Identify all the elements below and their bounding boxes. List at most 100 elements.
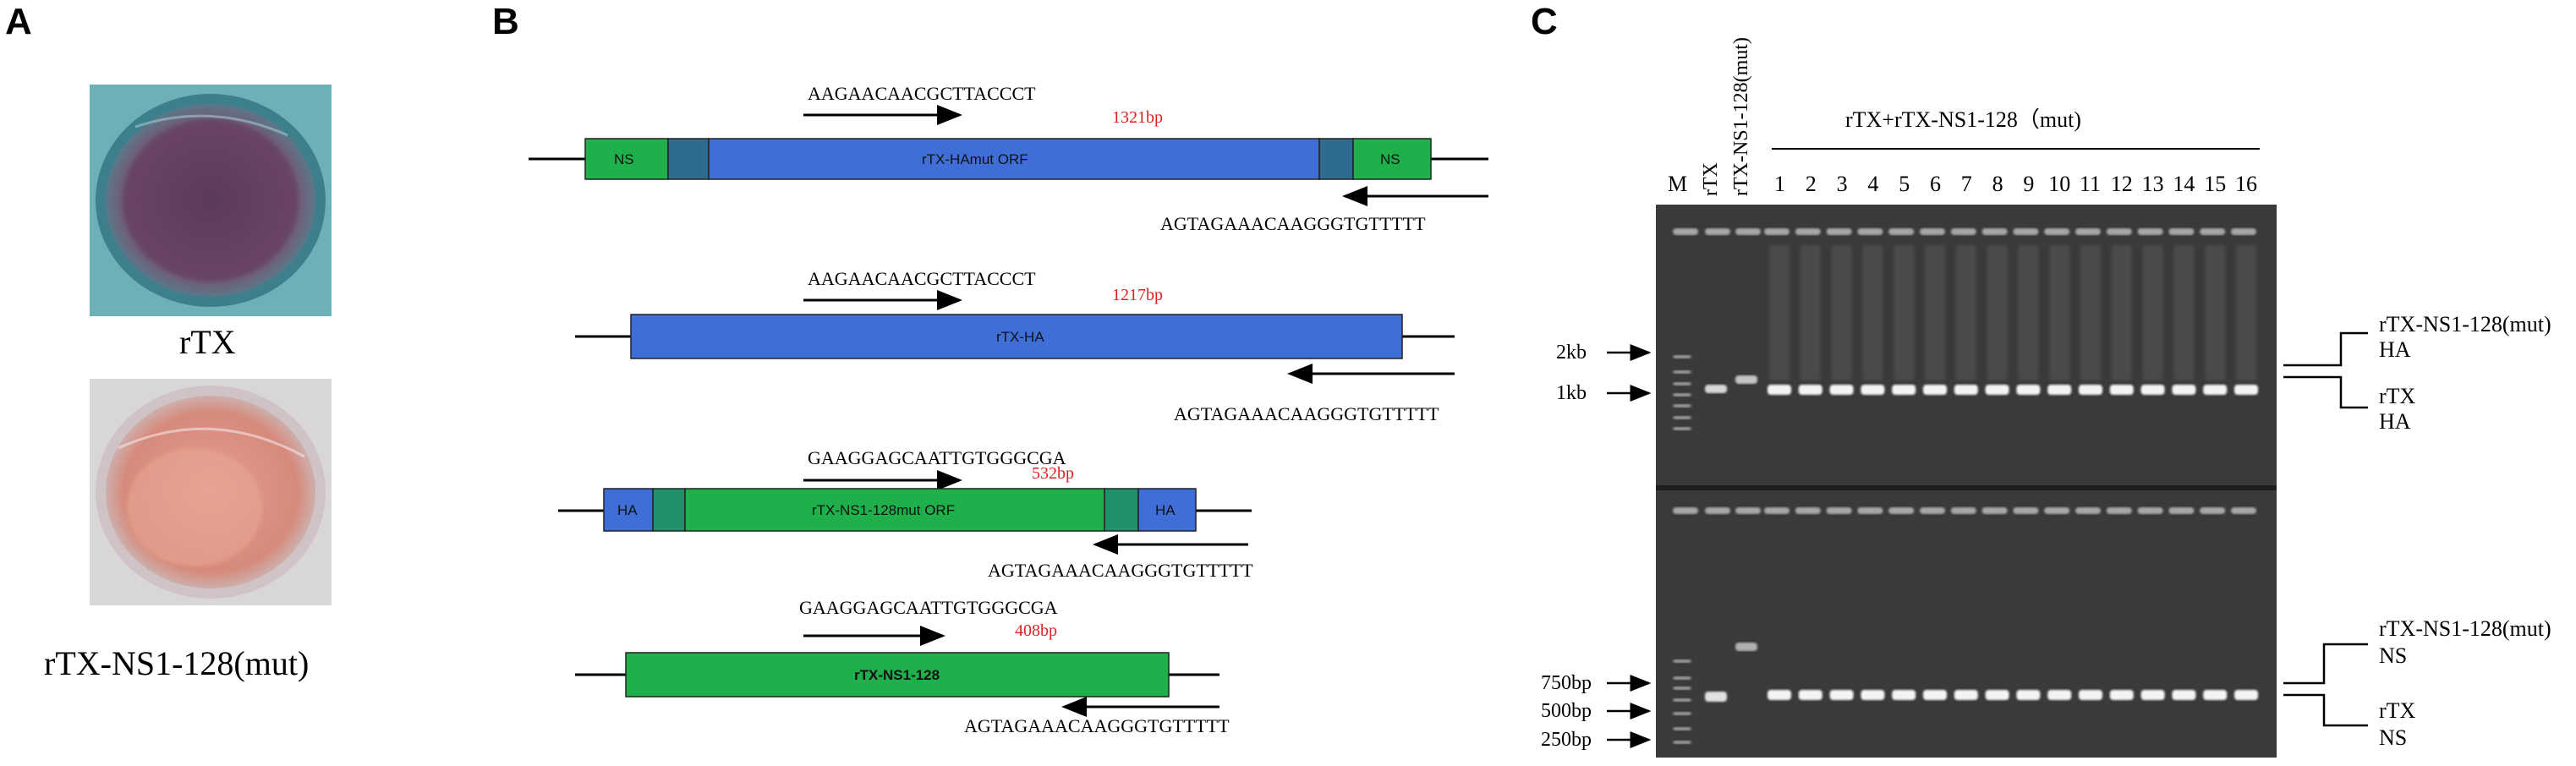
lane-number: 15 — [2204, 172, 2226, 196]
gel-band-ha — [2016, 385, 2041, 395]
gel-band-ns — [2234, 690, 2258, 700]
gel-band-ns — [2016, 690, 2041, 700]
lane-number: 7 — [1961, 172, 1972, 196]
culture-dish-rtx-photo — [90, 85, 332, 316]
segment-label: rTX-NS1-128mut ORF — [812, 502, 955, 518]
segment-junction — [667, 138, 710, 180]
segment-orf — [708, 138, 1320, 180]
gel-smear — [2142, 245, 2163, 380]
gel-band-mut-ns — [1735, 643, 1757, 651]
lane-number: 14 — [2173, 172, 2195, 196]
segment-ns-right — [1352, 138, 1432, 180]
gel-well — [2075, 507, 2101, 514]
amplicon-size: 408bp — [1015, 621, 1057, 640]
gel-band-rtx-ns — [1705, 692, 1727, 702]
ladder-band — [1673, 382, 1691, 386]
segment-label: rTX-HAmut ORF — [922, 151, 1028, 167]
gel-well — [1705, 507, 1730, 514]
gel-smear — [1862, 245, 1883, 380]
lane-number: 4 — [1867, 172, 1878, 196]
ladder-band — [1673, 741, 1691, 744]
gel-smear — [2018, 245, 2039, 380]
gel-band-ha — [1768, 385, 1791, 395]
gel-well — [1857, 507, 1883, 514]
annotation-mut-ha-line2: HA — [2379, 337, 2411, 362]
lane-number: 11 — [2080, 172, 2101, 196]
band-annotations-top: rTX-NS1-128(mut) HA rTX HA — [2283, 312, 2551, 434]
gel-well — [2200, 228, 2226, 235]
ladder-band — [1673, 393, 1691, 397]
panel-a-letter: A — [5, 1, 32, 42]
gel-band-ha — [2047, 385, 2072, 395]
segment-label: HA — [1155, 502, 1176, 518]
label-rtx-ns1-128mut: rTX-NS1-128(mut) — [44, 644, 309, 682]
gel-band-ha — [1985, 385, 2009, 395]
ladder-band — [1673, 727, 1691, 730]
gel-well — [2168, 228, 2195, 235]
panel-c: C rTX-NS1-128(mut) rTX M rTX+rTX-NS1-128… — [1531, 1, 2551, 758]
gel-well — [2137, 228, 2163, 235]
gel-band-ns — [2203, 690, 2228, 700]
gel-band-ns — [1829, 690, 1854, 700]
gel-well — [2106, 228, 2132, 235]
gel-smear — [2049, 245, 2070, 380]
ladder-band — [1673, 687, 1691, 690]
gel-smear — [1987, 245, 2008, 380]
gel-smear — [2173, 245, 2195, 380]
gel-well — [1735, 228, 1761, 235]
gel-well — [1795, 228, 1821, 235]
gel-smear — [2205, 245, 2226, 380]
gel-well — [1857, 228, 1883, 235]
amplicon-size: 1217bp — [1112, 286, 1163, 304]
segment-label: rTX-HA — [996, 329, 1044, 345]
size-marker-1kb: 1kb — [1556, 382, 1587, 404]
amplicon-size: 532bp — [1032, 464, 1074, 483]
segment-junction — [652, 488, 686, 532]
construct-3: GAAGGAGCAATTGTGGGCGA 532bp HA rTX-NS1-12… — [558, 447, 1253, 581]
lane-number: 1 — [1774, 172, 1785, 196]
reverse-primer: AGTAGAAACAAGGGTGTTTTT — [1174, 403, 1439, 424]
panel-b: B AAGAACAACGCTTACCCT 1321bp NS rTX-HAmut… — [492, 1, 1488, 736]
gel-well — [1826, 228, 1852, 235]
gel-band-ha — [1829, 385, 1854, 395]
gel-well — [2137, 507, 2163, 514]
gel-smear — [1925, 245, 1945, 380]
gel-well — [2013, 228, 2039, 235]
gel-smear — [2236, 245, 2256, 380]
gel-well — [1950, 507, 1976, 514]
group-label: rTX+rTX-NS1-128（mut) — [1845, 107, 2081, 132]
construct-1: AAGAACAACGCTTACCCT 1321bp NS rTX-HAmut O… — [529, 83, 1488, 234]
gel-well — [2044, 228, 2070, 235]
forward-primer: GAAGGAGCAATTGTGGGCGA — [808, 447, 1066, 468]
lane-number: 2 — [1806, 172, 1817, 196]
ladder-band — [1673, 427, 1691, 430]
gel-band-ha — [2109, 385, 2134, 395]
gel-well — [1673, 507, 1698, 514]
segment-label: NS — [1380, 151, 1400, 167]
annotation-rtx-ha-line2: HA — [2379, 409, 2411, 434]
gel-well — [2044, 507, 2070, 514]
ladder-band — [1673, 659, 1691, 663]
panel-a: A rTX rTX-NS1-128(mut) — [5, 1, 332, 682]
lane-number: 16 — [2235, 172, 2257, 196]
amplicon-size: 1321bp — [1112, 108, 1163, 127]
segment-ha — [630, 314, 1403, 359]
culture-dish-rtx-ns1-128mut-photo — [90, 379, 332, 605]
gel-well — [1888, 228, 1915, 235]
annotation-rtx-ns-line1: rTX — [2379, 698, 2416, 723]
gel-band-ha — [2234, 385, 2258, 395]
size-markers: 2kb 1kb 750bp 500bp 250bp — [1541, 342, 1652, 751]
construct-2: AAGAACAACGCTTACCCT 1217bp rTX-HA AGTAGAA… — [575, 268, 1455, 424]
segment-junction — [1318, 138, 1354, 180]
segment-ha-left — [603, 488, 654, 532]
ladder-band — [1673, 370, 1691, 374]
gel-band-ns — [2109, 690, 2134, 700]
gel-band-ns — [1861, 690, 1885, 700]
gel-band-ns — [2172, 690, 2196, 700]
gel-well — [2231, 228, 2256, 235]
gel-band-ns — [1923, 690, 1947, 700]
lane-number: 5 — [1899, 172, 1910, 196]
gel-well — [1764, 507, 1789, 514]
gel-smear — [1769, 245, 1789, 380]
gel-well — [2200, 507, 2226, 514]
